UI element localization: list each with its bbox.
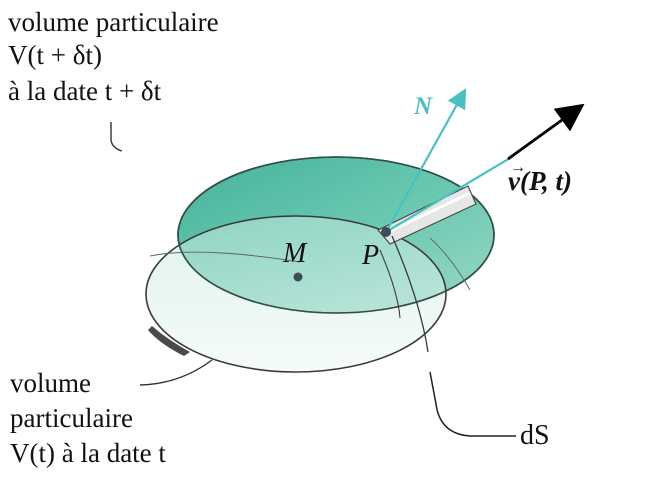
bottom-volume-label-line1: volume [10,368,91,398]
velocity-vector [507,103,585,161]
normal-vector [385,88,467,233]
normal-label: N [414,93,433,120]
point-p-label: P [362,240,380,271]
bottom-label-leader [139,359,213,386]
velocity-vector-teal [385,157,511,233]
lower-volume-ellipse [145,215,447,373]
top-volume-label-line3: à la date t + δt [8,76,162,106]
point-p-dot [381,227,391,237]
top-volume-label-line1: volume particulaire [8,7,219,37]
surface-line-right [429,237,471,291]
point-m-dot [293,272,303,282]
bottom-volume-label-line3: V(t) à la date t [10,438,166,468]
flux-tube-inner [383,191,471,236]
ds-curve-1 [391,235,429,353]
ds-leader [429,371,516,437]
velocity-label: → v(P, t) [508,160,572,196]
ds-curve-2 [379,249,401,319]
top-label-leader [110,122,123,152]
velocity-label-text: v(P, t) [508,166,572,196]
point-m-label: M [283,238,307,269]
lower-volume-shadow [148,326,190,356]
velocity-arrow-accent: → [510,159,526,176]
upper-volume-outline [177,156,495,314]
top-volume-label-line2: V(t + δt) [8,40,102,70]
overlap-region [146,216,446,372]
surface-element-label: dS [520,420,550,451]
bottom-volume-label-line2: particulaire [10,403,133,433]
surface-line-left [149,251,301,263]
